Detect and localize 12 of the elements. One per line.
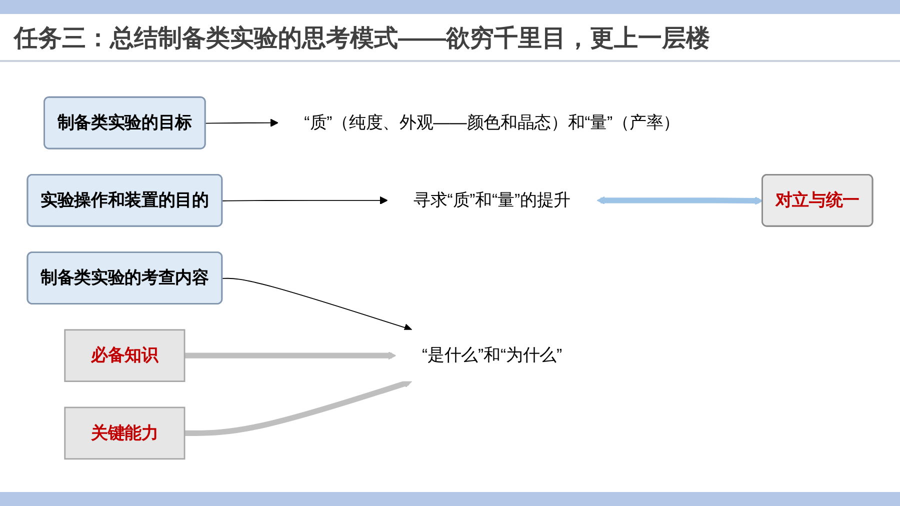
title: 任务三：总结制备类实验的思考模式——欲穷千里目，更上一层楼 [14, 24, 710, 54]
node-text: “质”（纯度、外观——颜色和晶态）和“量”（产率） [304, 113, 680, 132]
node-box: 必备知识 [64, 329, 186, 382]
node-text: “是什么”和“为什么” [422, 346, 562, 364]
arrow [596, 196, 764, 205]
arrow [184, 351, 396, 360]
node-text: 寻求“质”和“量”的提升 [414, 190, 571, 210]
arrow [222, 278, 412, 332]
arrow [222, 196, 388, 205]
node-box: 关键能力 [64, 406, 186, 460]
arrow [184, 380, 412, 436]
arrow [205, 118, 278, 127]
